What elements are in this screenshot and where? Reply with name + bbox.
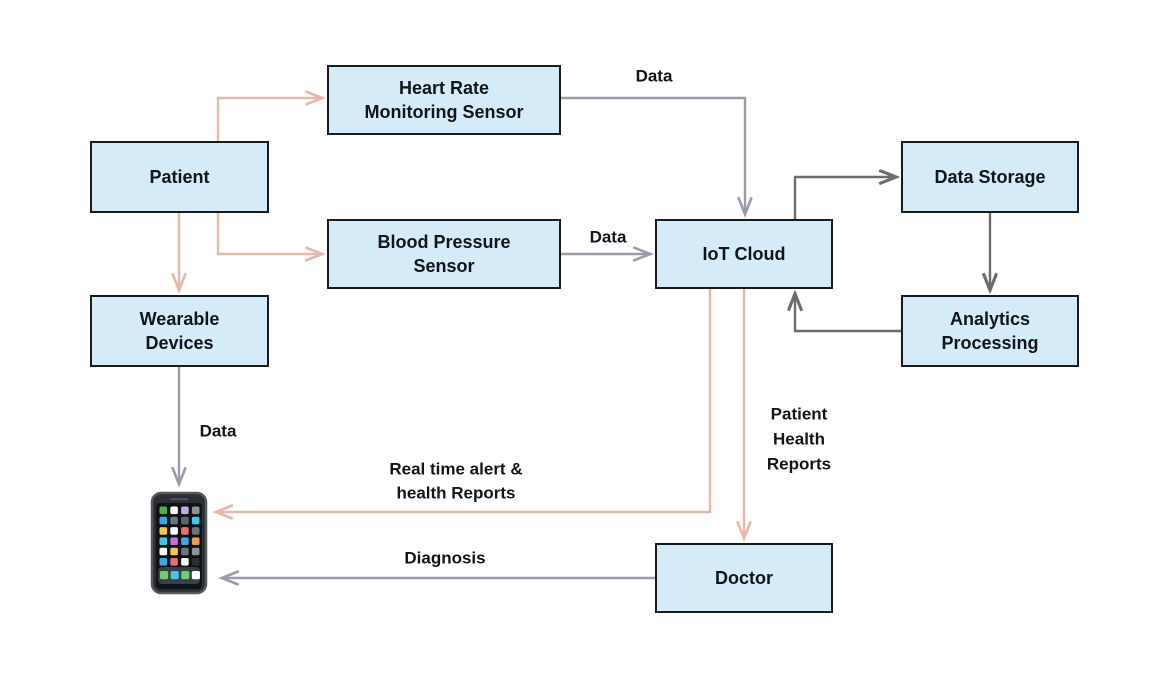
node-patient[interactable]: Patient (90, 141, 269, 213)
node-doctor-label: Doctor (715, 568, 773, 588)
edge-analytics-to-cloud (795, 294, 902, 333)
node-blood-pressure-sensor[interactable]: Blood Pressure Sensor (327, 219, 561, 289)
node-data-storage[interactable]: Data Storage (901, 141, 1079, 213)
edge-heart-rate-to-cloud (560, 96, 745, 214)
app-icon (191, 547, 200, 556)
app-icon (170, 527, 178, 535)
app-icon (170, 558, 178, 566)
smartphone-dock-icons (160, 571, 200, 580)
node-data-storage-label: Data Storage (934, 167, 1045, 187)
app-icon (170, 537, 178, 545)
app-icon (191, 558, 200, 566)
node-iot-cloud-label: IoT Cloud (703, 244, 786, 264)
app-icon (191, 506, 200, 515)
edge-label-text-line2: health Reports (396, 483, 515, 502)
dock-app-icon (170, 571, 179, 580)
app-icon (159, 527, 168, 535)
app-icon (191, 527, 200, 535)
app-icon (159, 537, 168, 545)
node-blood-pressure-label-line2: Sensor (413, 256, 474, 276)
edge-patient-to-heart-rate (216, 98, 322, 142)
node-iot-cloud[interactable]: IoT Cloud (655, 219, 833, 289)
edge-cloud-to-data-storage (793, 177, 896, 220)
edge-label-data-wearable: Data (200, 421, 237, 440)
node-patient-label: Patient (149, 167, 209, 187)
node-analytics-label-line1: Analytics (950, 309, 1030, 329)
app-icon (170, 506, 178, 515)
edge-label-text: Data (200, 421, 237, 440)
edge-label-text: Data (590, 227, 627, 246)
smartphone-app-grid (159, 506, 200, 566)
edge-label-text-line1: Real time alert & (389, 459, 522, 478)
app-icon (181, 516, 189, 525)
node-heart-rate-label-line1: Heart Rate (399, 78, 489, 98)
app-icon (181, 527, 189, 535)
smartphone-icon[interactable] (150, 491, 208, 595)
app-icon (191, 537, 200, 545)
edge-label-patient-health-reports: Patient Health Reports (767, 404, 831, 473)
node-analytics-processing[interactable]: Analytics Processing (901, 295, 1079, 367)
edge-label-realtime-alert-health-reports: Real time alert & health Reports (389, 459, 522, 502)
app-icon (159, 516, 168, 525)
edge-label-data-blood-pressure: Data (590, 227, 627, 246)
edge-cloud-to-phone (216, 288, 712, 512)
app-icon (181, 506, 189, 515)
app-icon (170, 547, 178, 556)
node-doctor[interactable]: Doctor (655, 543, 833, 613)
dock-app-icon (160, 571, 169, 580)
edge-label-diagnosis: Diagnosis (404, 548, 485, 567)
node-blood-pressure-label-line1: Blood Pressure (377, 232, 510, 252)
app-icon (191, 516, 200, 525)
dock-app-icon (181, 571, 190, 580)
edge-label-data-heart-rate: Data (636, 66, 673, 85)
edge-label-text-line2: Health (773, 429, 825, 448)
edge-label-text-line1: Patient (771, 404, 828, 423)
node-wearable-devices[interactable]: Wearable Devices (90, 295, 269, 367)
dock-app-icon (191, 571, 200, 580)
app-icon (159, 506, 168, 515)
app-icon (159, 547, 168, 556)
app-icon (181, 547, 189, 556)
app-icon (170, 516, 178, 525)
edge-label-text: Data (636, 66, 673, 85)
node-heart-rate-label-line2: Monitoring Sensor (365, 102, 524, 122)
app-icon (181, 537, 189, 545)
edge-patient-to-blood-pressure (216, 212, 322, 254)
app-icon (181, 558, 189, 566)
node-wearable-label-line1: Wearable (140, 309, 220, 329)
node-wearable-label-line2: Devices (145, 333, 213, 353)
edge-label-text: Diagnosis (404, 548, 485, 567)
node-analytics-label-line2: Processing (941, 333, 1038, 353)
edge-label-text-line3: Reports (767, 454, 831, 473)
app-icon (159, 558, 168, 566)
node-heart-rate-monitoring-sensor[interactable]: Heart Rate Monitoring Sensor (327, 65, 561, 135)
